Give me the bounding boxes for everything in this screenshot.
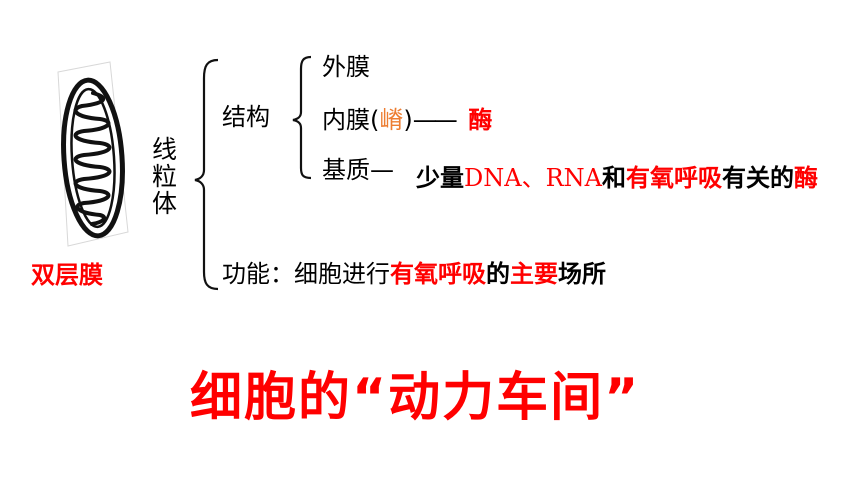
function-seg-0: 功能： bbox=[222, 260, 294, 288]
function-seg-1: 细胞进行 bbox=[294, 260, 390, 288]
matrix-label-text: 基质 bbox=[322, 156, 370, 184]
function-seg-3: 的 bbox=[486, 260, 510, 288]
inner-membrane-dash: —— bbox=[412, 106, 458, 134]
inner-membrane-suffix: ) bbox=[403, 106, 413, 134]
matrix-seg-5: 酶 bbox=[793, 164, 818, 192]
inner-membrane-prefix: 内膜( bbox=[322, 106, 380, 134]
inner-membrane-row: 内膜(嵴)—— 酶 bbox=[322, 108, 492, 132]
matrix-content: 少量DNA、RNA和有氧呼吸有关的酶 bbox=[416, 166, 818, 190]
mitochondrion-icon bbox=[57, 61, 129, 247]
cristae-label: 嵴 bbox=[379, 106, 404, 134]
matrix-dash: — bbox=[370, 156, 394, 184]
outer-membrane-label: 外膜 bbox=[322, 53, 370, 81]
function-seg-4: 主要 bbox=[510, 260, 558, 288]
function-row: 功能：细胞进行有氧呼吸的主要场所 bbox=[222, 262, 606, 286]
matrix-label: 基质— bbox=[322, 158, 394, 182]
function-seg-5: 场所 bbox=[558, 260, 606, 288]
matrix-seg-0: 少量 bbox=[416, 164, 464, 192]
slogan: 细胞的“动力车间” bbox=[190, 368, 641, 428]
membrane-label: 双层膜 bbox=[31, 261, 103, 289]
structure-label: 结构 bbox=[222, 103, 270, 131]
matrix-seg-2: 和 bbox=[601, 164, 626, 192]
matrix-seg-4: 有关的 bbox=[721, 164, 794, 192]
organelle-name: 线粒体 bbox=[152, 135, 178, 218]
matrix-seg-1: DNA、RNA bbox=[464, 164, 602, 192]
function-seg-2: 有氧呼吸 bbox=[390, 260, 486, 288]
matrix-seg-3: 有氧呼吸 bbox=[625, 164, 722, 192]
inner-membrane-enzyme: 酶 bbox=[468, 106, 493, 134]
structure-brace bbox=[292, 55, 312, 180]
organelle-brace bbox=[194, 58, 219, 291]
